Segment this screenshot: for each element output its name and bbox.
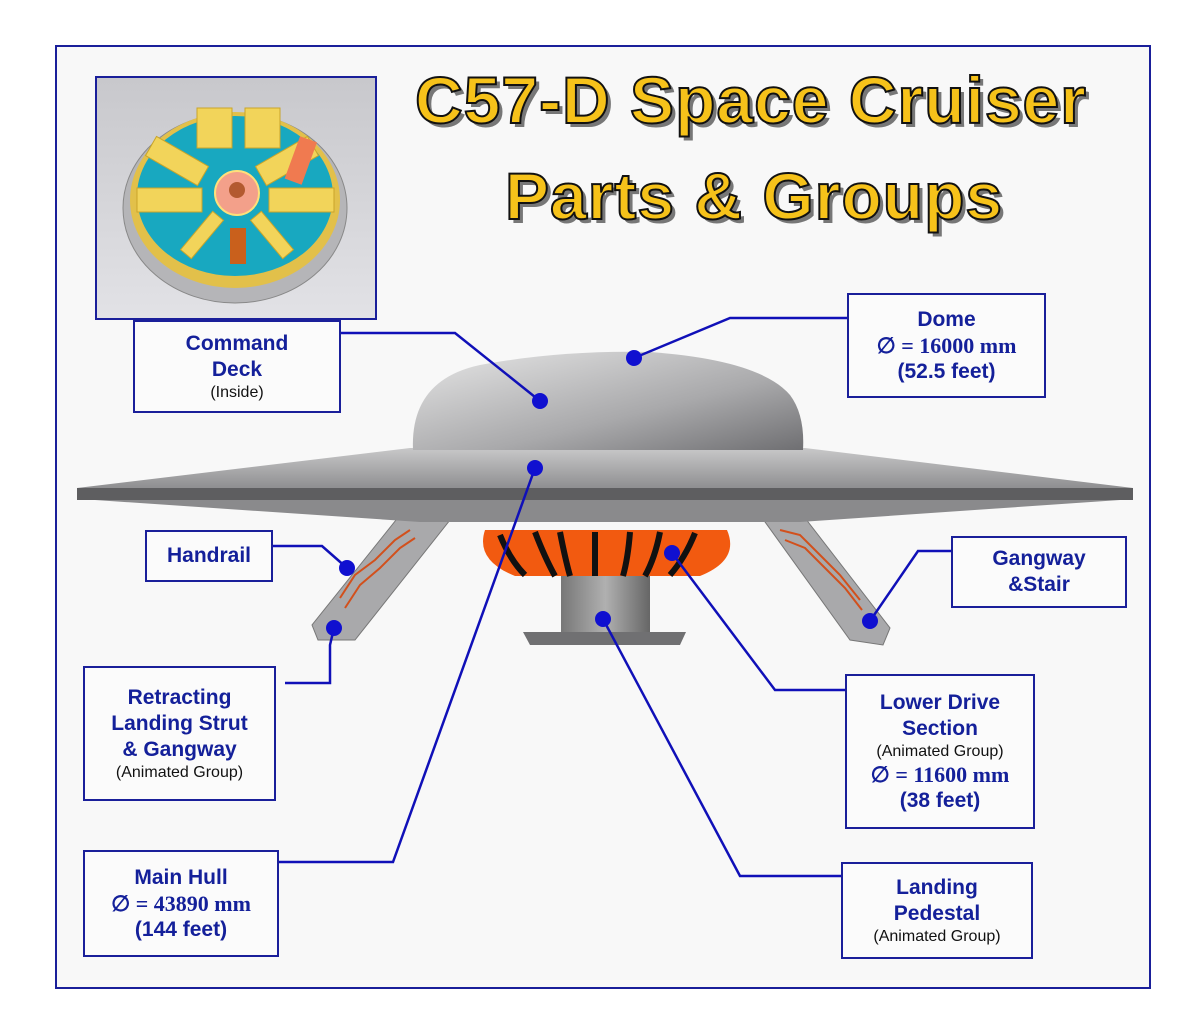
strut-name-2: Landing Strut <box>111 711 248 735</box>
dome-dot <box>626 350 642 366</box>
label-handrail: Handrail <box>145 530 273 582</box>
dome-name: Dome <box>917 307 976 331</box>
label-command-deck: Command Deck (Inside) <box>133 320 341 413</box>
label-dome: Dome ∅ = 16000 mm (52.5 feet) <box>847 293 1046 398</box>
leader-lines <box>272 316 951 878</box>
pedestal-name-1: Landing <box>896 875 978 899</box>
command-deck-inset-image <box>95 76 377 320</box>
label-retracting-strut: Retracting Landing Strut & Gangway (Anim… <box>83 666 276 801</box>
main-hull <box>77 448 1133 522</box>
handrail-name: Handrail <box>166 544 252 567</box>
label-lower-drive: Lower Drive Section (Animated Group) ∅ =… <box>845 674 1035 829</box>
dome-diameter: ∅ = 16000 mm <box>876 332 1017 358</box>
dome-feet: (52.5 feet) <box>897 359 996 383</box>
gangway-dot <box>862 613 878 629</box>
pedestal-note: (Animated Group) <box>873 927 1001 945</box>
title-line-1: C57-D Space Cruiser <box>414 62 1087 138</box>
lower-drive-dot <box>664 545 680 561</box>
strut-name-3: & Gangway <box>122 737 237 761</box>
strut-dot <box>326 620 342 636</box>
gangway-name-1: Gangway <box>992 547 1086 570</box>
label-gangway: Gangway &Stair <box>951 536 1127 608</box>
main-hull-diameter: ∅ = 43890 mm <box>111 890 251 916</box>
main-hull-name: Main Hull <box>134 865 228 889</box>
main-hull-dot <box>527 460 543 476</box>
landing-pedestal-foot <box>523 632 686 645</box>
command-deck-dot <box>532 393 548 409</box>
main-hull-feet: (144 feet) <box>134 917 228 941</box>
title-line-2: Parts & Groups <box>504 158 1004 234</box>
handrail-dot <box>339 560 355 576</box>
label-landing-pedestal: Landing Pedestal (Animated Group) <box>841 862 1033 959</box>
dome <box>412 351 804 450</box>
pedestal-dot <box>595 611 611 627</box>
pedestal-name-2: Pedestal <box>893 901 981 925</box>
command-deck-name-2: Deck <box>211 357 263 381</box>
lower-drive-name-1: Lower Drive <box>879 690 1001 714</box>
strut-name-1: Retracting <box>127 685 232 709</box>
lower-drive-feet: (38 feet) <box>899 788 981 812</box>
lower-drive-section <box>483 530 731 578</box>
lower-drive-name-2: Section <box>902 716 978 740</box>
command-deck-name-1: Command <box>185 331 289 355</box>
gangway-name-2: &Stair <box>1008 573 1070 596</box>
callout-dots <box>326 350 878 636</box>
lower-drive-note: (Animated Group) <box>876 742 1004 760</box>
strut-note: (Animated Group) <box>115 763 244 781</box>
lower-drive-diameter: ∅ = 11600 mm <box>870 761 1010 787</box>
label-main-hull: Main Hull ∅ = 43890 mm (144 feet) <box>83 850 279 957</box>
command-deck-note: (Inside) <box>210 383 264 401</box>
